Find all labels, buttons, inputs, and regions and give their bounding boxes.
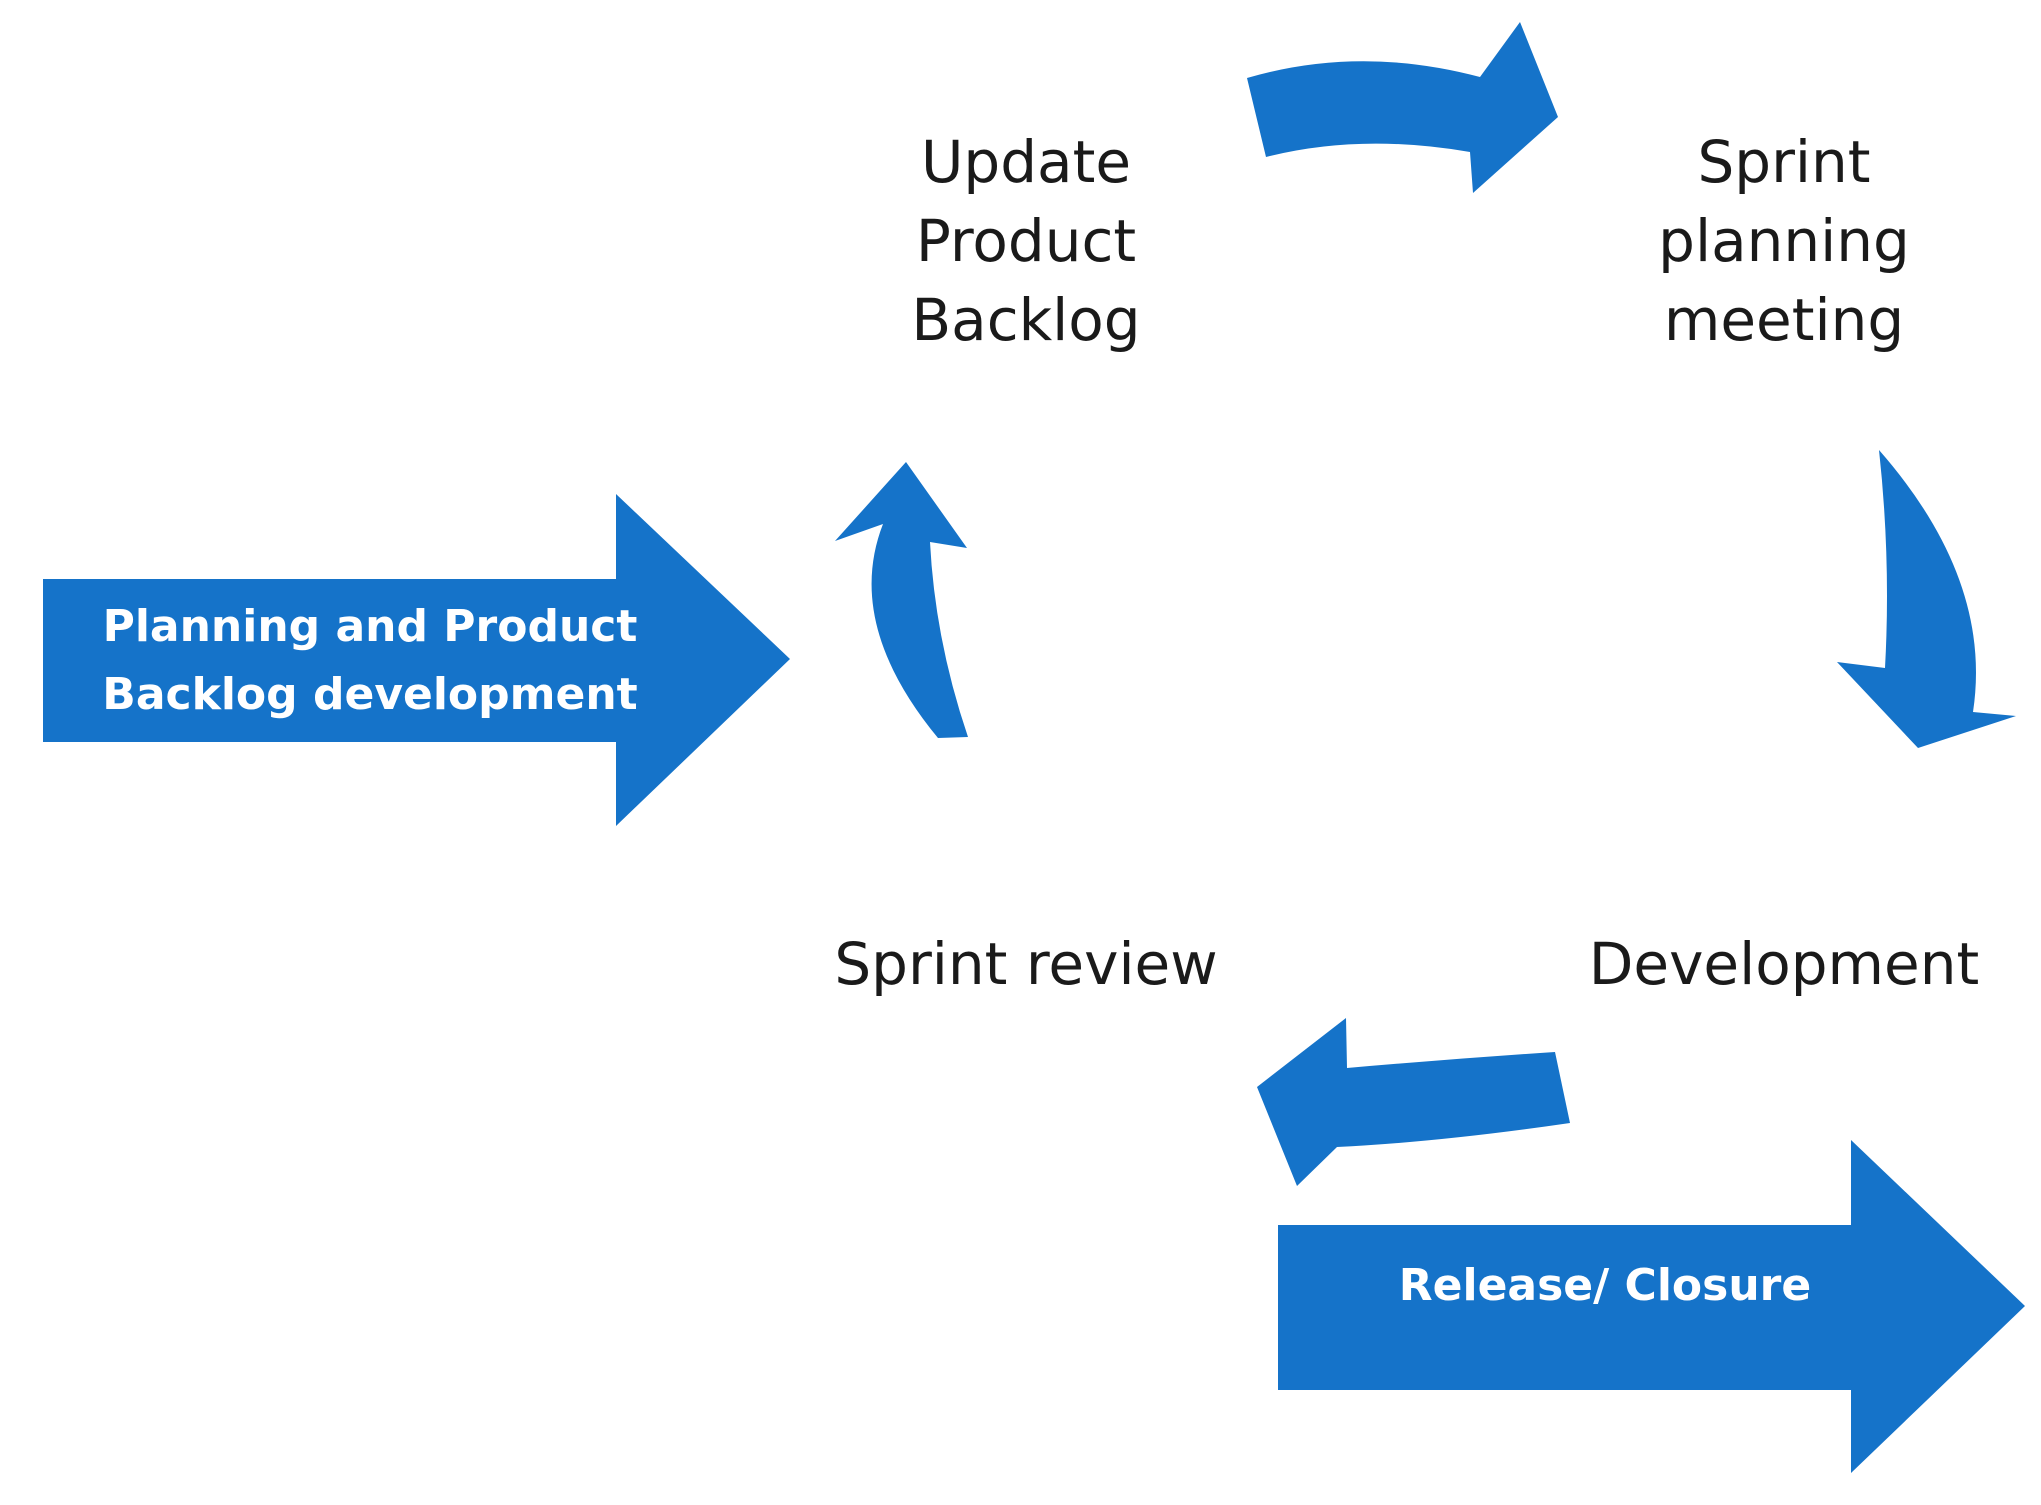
node-development: Development: [1589, 930, 1979, 998]
node-sprint-review: Sprint review: [834, 930, 1217, 998]
arrow-development-to-review: [1257, 1018, 1570, 1186]
arrow-backlog-to-planning: [1247, 22, 1558, 193]
release-closure-label: Release/ Closure: [1399, 1260, 1811, 1311]
planning-backlog-arrow: Planning and Product Backlog development: [43, 494, 790, 826]
arrow-planning-to-development: [1837, 450, 2016, 748]
sprint-planning-line3: meeting: [1664, 286, 1904, 354]
planning-backlog-arrow-shape: [43, 494, 790, 826]
sprint-review-label: Sprint review: [834, 930, 1217, 998]
release-closure-arrow-shape: [1278, 1140, 2025, 1473]
update-backlog-line3: Backlog: [911, 286, 1140, 354]
release-closure-arrow: Release/ Closure: [1278, 1140, 2025, 1473]
arrow-review-to-backlog: [835, 462, 968, 738]
planning-backlog-label-line2: Backlog development: [102, 669, 637, 720]
node-update-backlog: Update Product Backlog: [911, 128, 1140, 354]
planning-backlog-label-line1: Planning and Product: [103, 601, 638, 652]
sprint-planning-line2: planning: [1658, 207, 1910, 275]
sprint-planning-line1: Sprint: [1697, 128, 1870, 196]
update-backlog-line1: Update: [921, 128, 1131, 196]
node-sprint-planning: Sprint planning meeting: [1658, 128, 1910, 354]
development-label: Development: [1589, 930, 1979, 998]
update-backlog-line2: Product: [916, 207, 1136, 275]
